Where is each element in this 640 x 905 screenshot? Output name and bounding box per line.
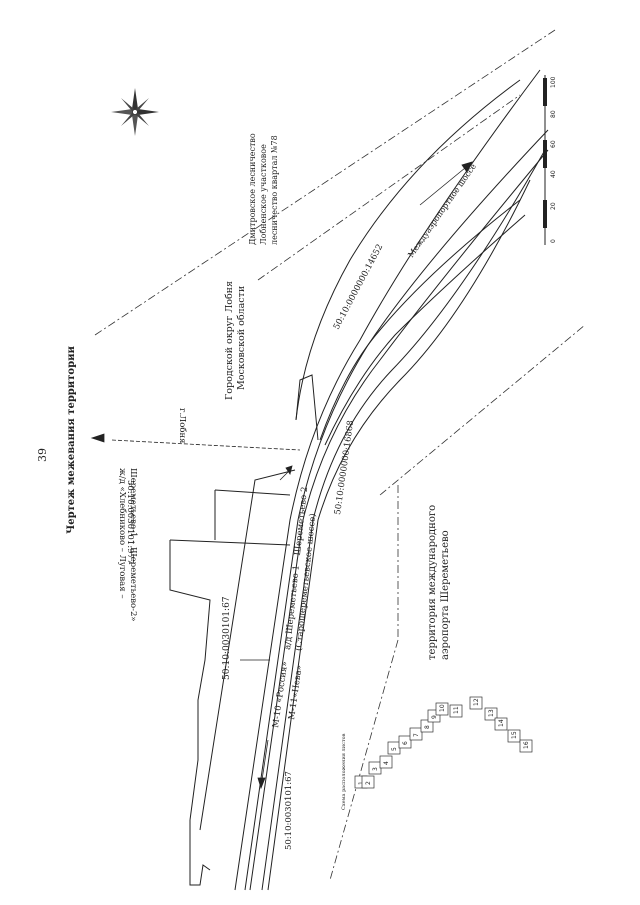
sheet-cell-6 (398, 735, 412, 749)
airport-territory-label: территория международного аэропорта Шере… (427, 505, 451, 660)
sheet-cell-14 (494, 717, 508, 731)
railway-label: ж/д «Хлебниково – Луговая – Шереметьево-… (117, 468, 138, 622)
airport-line-1: территория международного (427, 505, 438, 660)
sheet-number-11: 11 (453, 706, 460, 714)
sheet-number-3: 3 (372, 767, 379, 771)
sheet-number-9: 9 (431, 715, 438, 719)
city-district-line-1: Городской округ Лобня (224, 281, 235, 400)
sheet-cell-4 (379, 755, 393, 769)
drawing-title: Чертеж межевания территории (66, 346, 77, 534)
sheet-number-4: 4 (383, 761, 390, 765)
page-number: 39 (36, 448, 49, 462)
to-lobnya-label: г.Лобня (177, 408, 188, 444)
parcel-16868-label: 50:10:0000000:16868 (333, 420, 356, 516)
sheet-number-16: 16 (523, 741, 530, 749)
sheet-cell-2 (361, 775, 375, 789)
scale-tick-40: 40 (550, 170, 557, 178)
map-labels: Городской округ Лобня Московской области… (117, 133, 478, 850)
sheet-cell-10 (435, 702, 449, 716)
sheet-cell-11 (449, 704, 463, 718)
parcel-67-top-label: 50:10:0030101:67 (222, 596, 232, 680)
forestry-label: Дмитровское лесничество Лобненское участ… (248, 133, 279, 245)
sheet-number-2: 2 (365, 781, 372, 785)
direction-arrows (90, 161, 473, 790)
sheet-number-15: 15 (511, 731, 518, 739)
forestry-line-2: Лобненское участковое (259, 144, 268, 245)
sheet-cell-15 (507, 729, 521, 743)
parcel-14652-label: 50:10:0000000:14652 (332, 243, 385, 332)
compass-rose-icon (111, 88, 159, 136)
airport-line-2: аэропорта Шереметьево (440, 530, 451, 660)
sheet-number-1: 1 (358, 781, 365, 785)
interairport-highway-label: Междуаэропортное шоссе (406, 162, 478, 259)
parcel-67-bottom-label: 50:10:0030101:67 (284, 771, 294, 850)
sheet-cell-13 (484, 707, 498, 721)
sheet-number-5: 5 (391, 747, 398, 751)
city-district-label: Городской округ Лобня Московской области (224, 281, 247, 400)
scale-tick-60: 60 (550, 140, 557, 148)
city-district-line-2: Московской области (236, 286, 247, 390)
railway-line-1: ж/д «Хлебниково – Луговая – (117, 468, 128, 599)
sheet-number-14: 14 (498, 719, 505, 727)
sheet-scheme-title: Схема расположения листов (341, 733, 347, 810)
sheet-number-10: 10 (439, 704, 446, 712)
sheet-number-6: 6 (402, 741, 409, 745)
parcel-977-label: 50:10:0030101:977 (125, 480, 135, 564)
sheet-cell-16 (519, 739, 533, 753)
scale-bar: 0 20 40 60 80 100 (543, 75, 557, 245)
scale-tick-80: 80 (550, 110, 557, 118)
forestry-line-3: лесничество квартал №78 (270, 135, 279, 245)
scale-tick-100: 100 (550, 76, 557, 88)
sheet-number-7: 7 (413, 733, 420, 737)
scale-tick-0: 0 (550, 239, 557, 243)
boundary-lines (94, 29, 586, 881)
railway-line-2: Шереметьево-1 – Шереметьево-2» (128, 468, 138, 622)
road-network (169, 69, 549, 891)
forestry-line-1: Дмитровское лесничество (248, 133, 257, 245)
sheet-number-12: 12 (473, 698, 480, 706)
sheet-number-13: 13 (488, 709, 495, 717)
sheet-number-8: 8 (424, 725, 431, 729)
sheet-cell-8 (420, 719, 434, 733)
sheet-cell-7 (409, 727, 423, 741)
scale-tick-20: 20 (550, 202, 557, 210)
sheet-cell-12 (469, 696, 483, 710)
